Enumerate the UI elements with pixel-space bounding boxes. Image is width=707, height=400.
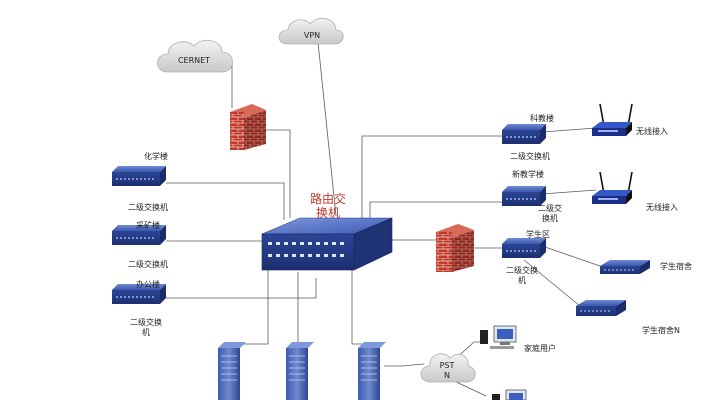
link-xinjiaoxue-wireless bbox=[541, 189, 597, 195]
switch-xuesheng-label-line2: 机 bbox=[518, 276, 526, 285]
link-router-huaxue bbox=[166, 182, 285, 220]
building-bangong-label: 办公楼 bbox=[136, 280, 160, 289]
link-server3-pstn bbox=[384, 363, 425, 367]
link-firewall-router bbox=[264, 129, 291, 218]
user-computer-2 bbox=[492, 389, 527, 400]
link-router-xinjiaoxue bbox=[369, 201, 502, 222]
pstn-label-line2: N bbox=[444, 371, 450, 380]
server-3 bbox=[358, 342, 386, 400]
building-kejiao-label: 科教楼 bbox=[530, 114, 554, 123]
wireless-label-1: 无线接入 bbox=[636, 127, 668, 136]
link-xuesheng-dorm-n bbox=[523, 259, 581, 307]
router-label-line2: 换机 bbox=[315, 206, 340, 220]
home-user-label: 家庭用户 bbox=[524, 344, 556, 353]
switch-huaxue-label: 二级交换机 bbox=[128, 203, 168, 212]
dorm-n-label: 学生宿舍N bbox=[642, 326, 680, 335]
pstn-label-line1: PST bbox=[439, 361, 455, 370]
switch-bangong bbox=[112, 284, 166, 304]
switch-bangong-label-line1: 二级交换 bbox=[130, 318, 162, 327]
switch-xinjiaoxue-label-line1: 二级交 bbox=[538, 204, 562, 213]
connection-lines bbox=[166, 41, 601, 397]
link-router-bangong bbox=[166, 278, 317, 299]
link-vpn-router bbox=[317, 41, 337, 217]
switch-kejiao bbox=[502, 124, 546, 144]
vpn-cloud bbox=[278, 17, 344, 45]
cernet-label: CERNET bbox=[177, 56, 211, 65]
link-xuesheng-dorm bbox=[541, 245, 601, 267]
switch-xuesheng-label-line1: 二级交换 bbox=[506, 266, 538, 275]
switch-xinjiaoxue bbox=[502, 186, 546, 206]
switch-xinjiaoxue-label-line2: 换机 bbox=[542, 214, 558, 223]
building-xuesheng-label: 学生区 bbox=[526, 230, 550, 239]
link-kejiao-wireless bbox=[541, 127, 597, 133]
server-2 bbox=[286, 342, 314, 400]
building-caikuang-label: 采矿楼 bbox=[136, 221, 160, 230]
building-huaxue-label: 化学楼 bbox=[144, 152, 168, 161]
switch-xuesheng bbox=[502, 238, 546, 258]
switch-caikuang bbox=[112, 225, 166, 245]
link-router-kejiao bbox=[361, 135, 502, 222]
wireless-ap-1 bbox=[592, 103, 633, 136]
home-user-computer bbox=[480, 325, 517, 349]
vpn-label: VPN bbox=[303, 31, 321, 40]
switch-caikuang-label: 二级交换机 bbox=[128, 260, 168, 269]
cernet-cloud bbox=[157, 39, 233, 73]
link-router-server3 bbox=[351, 268, 364, 345]
link-router-server1 bbox=[234, 268, 269, 345]
switch-bangong-label-line2: 机 bbox=[142, 328, 150, 337]
core-router bbox=[261, 217, 393, 271]
switch-kejiao-label: 二级交换机 bbox=[510, 152, 550, 161]
link-pstn-user2 bbox=[451, 379, 487, 397]
router-label-line1: 路由交 bbox=[309, 192, 346, 206]
building-xinjiaoxue-label: 新教学楼 bbox=[512, 170, 544, 179]
wireless-ap-2 bbox=[592, 171, 633, 204]
switch-huaxue bbox=[112, 166, 166, 186]
firewall-student bbox=[436, 224, 474, 272]
firewall-top bbox=[230, 104, 266, 150]
pstn-cloud bbox=[420, 353, 476, 383]
dorm-label: 学生宿舍 bbox=[660, 262, 692, 271]
switch-dorm-n bbox=[576, 300, 626, 316]
wireless-label-2: 无线接入 bbox=[646, 203, 678, 212]
switch-dorm bbox=[600, 260, 650, 274]
server-1 bbox=[218, 342, 246, 400]
